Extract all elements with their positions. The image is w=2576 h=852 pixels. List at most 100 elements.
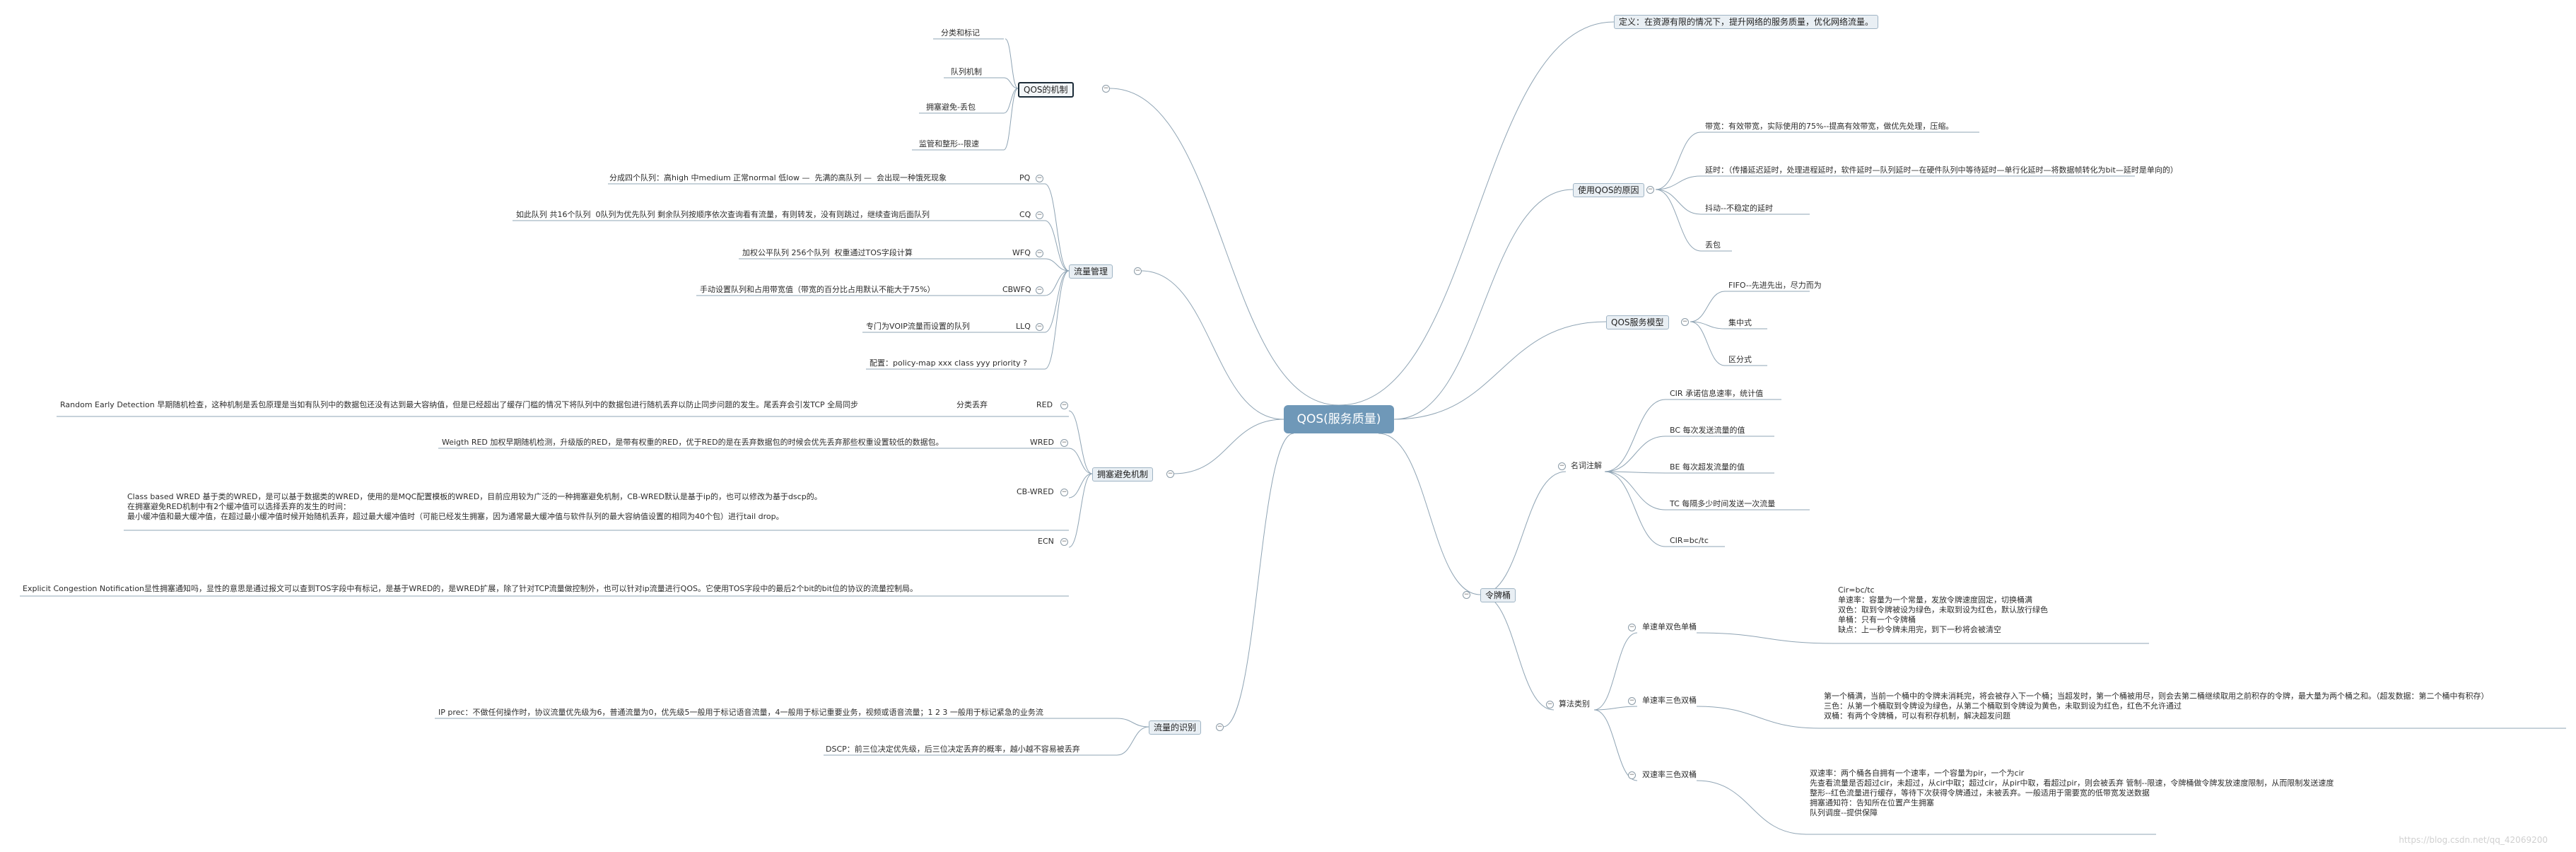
- collapse-toggle-icon[interactable]: −: [1628, 697, 1636, 705]
- service-model-item: FIFO--先进先出，尽力而为: [1728, 281, 1822, 290]
- collapse-toggle-icon[interactable]: −: [1216, 723, 1224, 731]
- collapse-toggle-icon[interactable]: −: [1628, 624, 1636, 631]
- connector-line: [1696, 706, 1821, 729]
- connector-line: [1068, 448, 1093, 474]
- collapse-toggle-icon[interactable]: −: [1628, 771, 1636, 779]
- service-model-node[interactable]: QOS服务模型: [1606, 315, 1669, 329]
- service-model-item: 集中式: [1728, 318, 1752, 327]
- pq-desc: 分成四个队列：高high 中medium 正常normal 低low — 先满的…: [609, 173, 947, 182]
- collapse-toggle-icon[interactable]: −: [1036, 211, 1043, 219]
- red-sub: 分类丢弃: [956, 400, 988, 409]
- connector-line: [1044, 270, 1070, 333]
- terms-item: CIR=bc/tc: [1670, 536, 1709, 545]
- connector-line: [1593, 632, 1638, 711]
- cbwred-desc: Class based WRED 基于类的WRED，是可以基于数据类的WRED，…: [127, 492, 822, 521]
- connector-line: [1604, 471, 1666, 547]
- mechanism-item: 分类和标记: [941, 28, 980, 37]
- mechanism-item: 拥塞避免-丢包: [926, 103, 976, 112]
- collapse-toggle-icon[interactable]: −: [1681, 318, 1689, 326]
- algo-item-name: 双速率三色双桶: [1642, 770, 1697, 779]
- reasons-item: 丢包: [1705, 240, 1721, 250]
- flow-id-node[interactable]: 流量的识别: [1149, 720, 1202, 735]
- connector-line: [1068, 473, 1093, 498]
- collapse-toggle-icon[interactable]: −: [1036, 323, 1043, 331]
- token-bucket-node[interactable]: 令牌桶: [1480, 588, 1516, 602]
- ecn-label: ECN: [1038, 537, 1054, 546]
- algo-item-name: 单速率三色双桶: [1642, 696, 1697, 705]
- pq-label: PQ: [1019, 173, 1031, 182]
- connector-line: [1003, 77, 1019, 89]
- connector-line: [1005, 38, 1019, 89]
- collapse-toggle-icon[interactable]: −: [1102, 85, 1110, 93]
- collapse-toggle-icon[interactable]: −: [1060, 402, 1068, 409]
- collapse-toggle-icon[interactable]: −: [1463, 591, 1470, 599]
- collapse-toggle-icon[interactable]: −: [1166, 470, 1174, 478]
- connector-line: [1690, 321, 1726, 366]
- wfq-desc: 加权公平队列 256个队列 权重通过TOS字段计算: [742, 248, 913, 257]
- wfq-label: WFQ: [1012, 248, 1031, 257]
- collapse-toggle-icon[interactable]: −: [1558, 462, 1566, 470]
- collapse-toggle-icon[interactable]: −: [1036, 250, 1043, 257]
- collapse-toggle-icon[interactable]: −: [1060, 439, 1068, 447]
- algo-item-desc: Cir=bc/tc 单速率：容量为一个常量，发放令牌速度固定，切换桶满 双色：取…: [1838, 585, 2048, 634]
- connector-line: [1378, 433, 1481, 595]
- terms-item: BE 每次超发流量的值: [1670, 462, 1745, 472]
- collapse-toggle-icon[interactable]: −: [1060, 489, 1068, 496]
- wred-label: WRED: [1030, 438, 1054, 447]
- connector-line: [1068, 410, 1093, 474]
- mechanism-item: 队列机制: [951, 67, 982, 76]
- red-label: RED: [1036, 400, 1053, 409]
- algo-item-name: 单速单双色单桶: [1642, 622, 1697, 631]
- connector-line: [1604, 471, 1666, 474]
- connector-line: [1116, 726, 1149, 756]
- terms-item: BC 每次发送流量的值: [1670, 426, 1745, 435]
- connector-line: [1604, 436, 1666, 472]
- collapse-toggle-icon[interactable]: −: [1134, 267, 1142, 275]
- connector-line: [1393, 189, 1574, 420]
- terms-item: CIR 承诺信息速率，统计值: [1670, 389, 1764, 398]
- connector-line: [1222, 433, 1294, 728]
- ecn-desc: Explicit Congestion Notification显性拥塞通知吗，…: [23, 584, 918, 593]
- connector-line: [1696, 632, 1835, 644]
- connector-line: [1593, 706, 1638, 711]
- collapse-toggle-icon[interactable]: −: [1036, 175, 1043, 182]
- connector-line: [1480, 471, 1567, 595]
- algo-label: 算法类别: [1559, 699, 1590, 708]
- cq-desc: 如此队列 共16个队列 0队列为优先队列 剩余队列按顺序依次查询看有流量，有则转…: [516, 210, 930, 219]
- red-desc: Random Early Detection 早期随机检查，这种机制是丢包原理是…: [60, 400, 859, 409]
- connector-line: [1696, 780, 1807, 835]
- collapse-toggle-icon[interactable]: −: [1646, 186, 1654, 194]
- terms-item: TC 每隔多少时间发送一次流量: [1670, 499, 1776, 508]
- connector-line: [1655, 189, 1702, 215]
- connector-line: [1173, 419, 1284, 474]
- wred-desc: Weigth RED 加权早期随机检测，升级版的RED，是带有权重的RED，优于…: [442, 438, 944, 447]
- connector-line: [1480, 594, 1555, 711]
- collapse-toggle-icon[interactable]: −: [1036, 286, 1043, 294]
- collapse-toggle-icon[interactable]: −: [1546, 701, 1554, 708]
- congestion-node[interactable]: 拥塞避免机制: [1092, 467, 1154, 482]
- flow-id-item: IP prec：不做任何操作时，协议流量优先级为6，普通流量为0，优先级5一般用…: [438, 708, 1043, 717]
- mechanism-node[interactable]: QOS的机制: [1018, 82, 1074, 98]
- definition-node[interactable]: 定义：在资源有限的情况下，提升网络的服务质量，优化网络流量。: [1614, 15, 1879, 29]
- traffic-mgmt-node[interactable]: 流量管理: [1069, 264, 1113, 279]
- connector-line: [1044, 270, 1070, 296]
- connector-line: [1338, 21, 1615, 406]
- flow-id-item: DSCP：前三位决定优先级，后三位决定丢弃的概率，越小越不容易被丢弃: [826, 745, 1080, 754]
- root-topic[interactable]: QOS(服务质量): [1284, 405, 1394, 433]
- connector-line: [1655, 132, 1702, 190]
- connector-line: [1690, 291, 1726, 322]
- reasons-item: 延时：（传播延迟延时，处理进程延时，软件延时—队列延时—在硬件队列中等待延时—单…: [1705, 165, 2178, 175]
- llq-desc: 专门为VOIP流量而设置的队列: [866, 322, 970, 331]
- connector-line: [1109, 88, 1340, 406]
- cq-label: CQ: [1019, 210, 1031, 219]
- cbwfq-label: CBWFQ: [1002, 285, 1031, 294]
- connector-line: [1116, 718, 1149, 728]
- connector-line: [1044, 220, 1070, 272]
- connector-line: [1003, 88, 1019, 151]
- reasons-node[interactable]: 使用QOS的原因: [1573, 183, 1644, 197]
- connector-line: [1068, 473, 1093, 548]
- collapse-toggle-icon[interactable]: −: [1060, 538, 1068, 546]
- service-model-item: 区分式: [1728, 355, 1752, 364]
- reasons-item: 抖动--不稳定的延时: [1705, 204, 1773, 213]
